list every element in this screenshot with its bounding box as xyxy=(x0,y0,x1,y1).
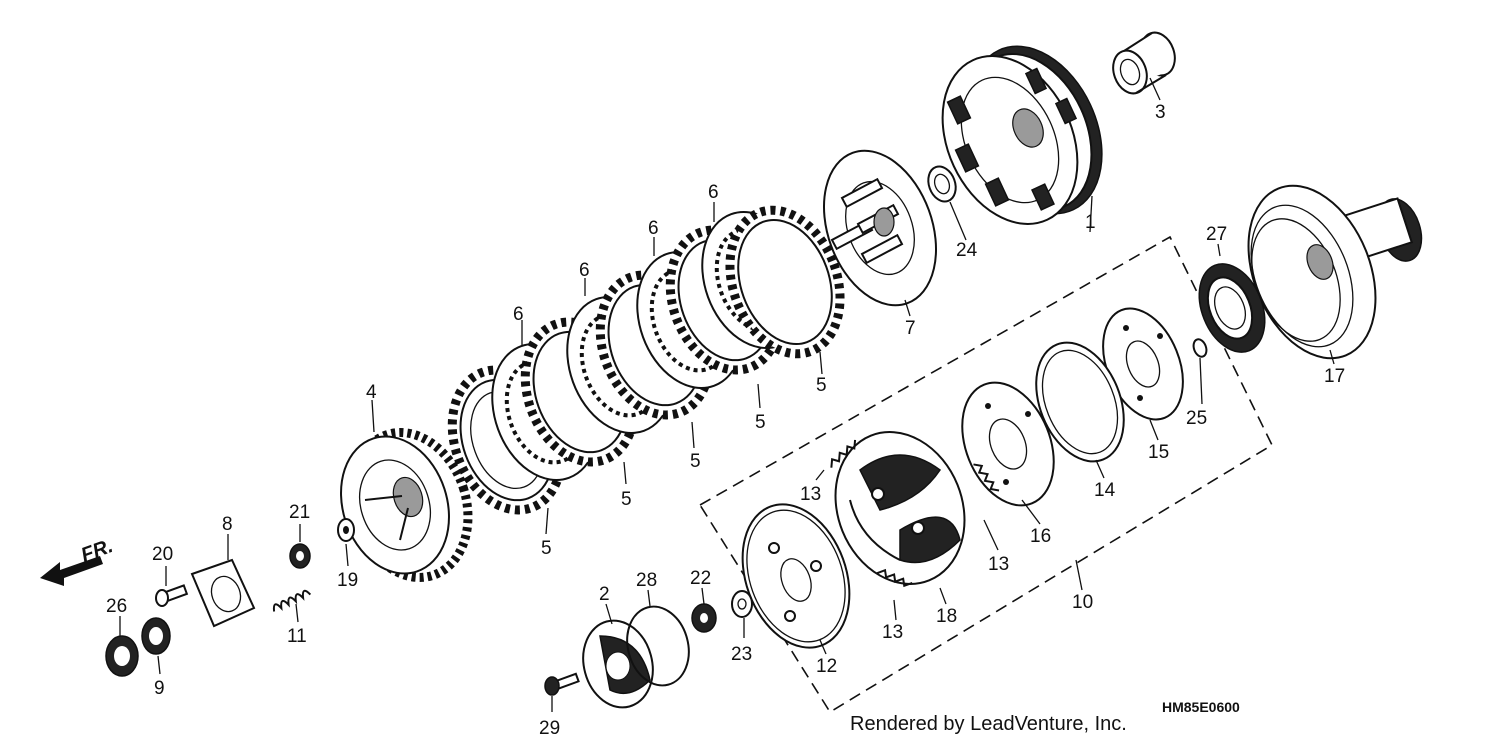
part-16-plate xyxy=(961,381,1055,507)
part-9-bearing xyxy=(141,617,171,655)
label-p6d: 6 xyxy=(708,182,719,203)
part-23-washer xyxy=(731,590,753,618)
label-p25: 25 xyxy=(1186,408,1207,429)
part-19-washer xyxy=(337,518,355,542)
label-p5b: 5 xyxy=(621,489,632,510)
label-p20: 20 xyxy=(152,544,173,565)
label-p15: 15 xyxy=(1148,442,1169,463)
label-p6b: 6 xyxy=(579,260,590,281)
part-5-friction-disc-5 xyxy=(725,205,845,359)
label-p5a: 5 xyxy=(541,538,552,559)
label-p28: 28 xyxy=(636,570,657,591)
part-21-nut xyxy=(289,543,311,569)
part-17-drive-drum xyxy=(1247,184,1423,360)
label-p6c: 6 xyxy=(648,218,659,239)
label-p17: 17 xyxy=(1324,366,1345,387)
label-p24: 24 xyxy=(956,240,978,261)
label-p5d: 5 xyxy=(755,412,766,433)
label-p6a: 6 xyxy=(513,304,524,325)
diagram-code: HM85E0600 xyxy=(1162,699,1240,715)
label-p3: 3 xyxy=(1155,102,1166,123)
label-p2: 2 xyxy=(599,584,610,605)
part-15-plate xyxy=(1102,307,1184,421)
label-p29: 29 xyxy=(539,718,560,739)
label-p21: 21 xyxy=(289,502,310,523)
label-p10: 10 xyxy=(1072,592,1093,613)
label-p18: 18 xyxy=(936,606,957,627)
label-p27: 27 xyxy=(1206,224,1227,245)
part-24-washer xyxy=(927,165,957,203)
part-7-clutch-center xyxy=(822,149,938,307)
label-p19: 19 xyxy=(337,570,358,591)
label-p13b: 13 xyxy=(988,554,1009,575)
label-p12: 12 xyxy=(816,656,837,677)
label-p8: 8 xyxy=(222,514,233,535)
part-13-spring-c xyxy=(876,568,913,588)
part-18-clutch-shoes xyxy=(834,431,966,585)
part-14-ring xyxy=(1035,341,1125,463)
part-12-drive-plate xyxy=(741,503,851,649)
label-p16: 16 xyxy=(1030,526,1051,547)
label-p13a: 13 xyxy=(800,484,821,505)
label-p11: 11 xyxy=(287,626,307,647)
part-11-spring xyxy=(272,589,312,612)
part-28-o-ring xyxy=(626,605,690,687)
part-29-bolt xyxy=(544,672,580,696)
label-p7: 7 xyxy=(905,318,916,339)
part-20-bolt xyxy=(155,584,189,607)
part-1-clutch-outer xyxy=(941,45,1103,225)
part-22-nut xyxy=(691,603,717,633)
label-p4: 4 xyxy=(366,382,377,403)
label-p22: 22 xyxy=(690,568,711,589)
label-p14: 14 xyxy=(1094,480,1116,501)
label-p9: 9 xyxy=(154,678,165,699)
label-p5c: 5 xyxy=(690,451,701,472)
credit-text: Rendered by LeadVenture, Inc. xyxy=(850,713,1127,735)
part-labels: 1 2 3 4 5 5 5 5 5 5 6 6 6 6 6 7 8 9 10 1… xyxy=(106,102,1345,739)
label-p13c: 13 xyxy=(882,622,903,643)
sub-assembly-box xyxy=(698,235,1274,714)
label-p5e: 5 xyxy=(816,375,827,396)
part-27-bearing xyxy=(1198,263,1266,353)
label-p1: 1 xyxy=(1085,212,1096,233)
label-p23: 23 xyxy=(731,644,752,665)
leader-lines xyxy=(119,77,1335,712)
part-25-circlip xyxy=(1192,338,1208,358)
part-13-spring-b xyxy=(973,463,1000,492)
front-direction-arrow: FR. xyxy=(40,535,116,586)
part-13-spring-a xyxy=(830,439,857,468)
part-3-collar xyxy=(1112,31,1176,95)
label-p26: 26 xyxy=(106,596,127,617)
part-4-pressure-plate xyxy=(340,428,473,582)
part-2-cover xyxy=(582,619,654,709)
direction-label: FR. xyxy=(78,535,116,567)
part-26-bearing xyxy=(105,635,139,677)
part-8-lifter-plate xyxy=(190,558,256,628)
